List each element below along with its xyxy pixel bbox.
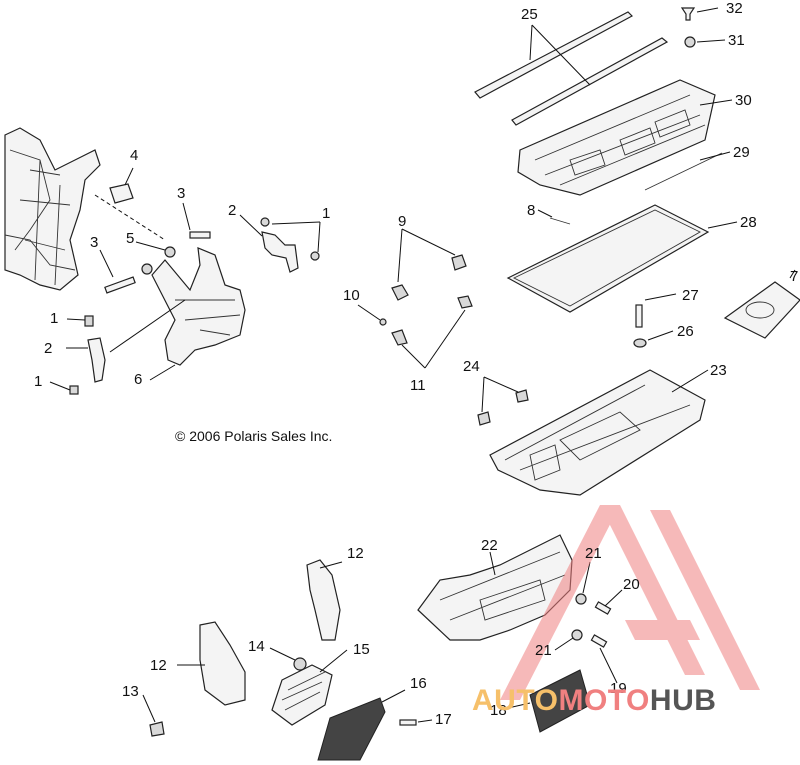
- callout-28: 28: [740, 214, 757, 231]
- vent-15: [271, 649, 348, 726]
- callout-12a: 12: [347, 545, 364, 562]
- watermark-hub: HUB: [649, 684, 717, 717]
- callout-1a: 1: [322, 205, 330, 222]
- bracket-2: [66, 337, 106, 383]
- callout-16: 16: [410, 675, 427, 692]
- guard-12: [306, 559, 343, 641]
- mesh-16: [317, 689, 406, 761]
- callout-21b: 21: [535, 642, 552, 659]
- screw-32: [680, 7, 719, 21]
- callout-29: 29: [733, 144, 750, 161]
- clip-13: [142, 694, 165, 737]
- callout-4: 4: [130, 147, 138, 164]
- callout-7: 7: [790, 268, 798, 285]
- callout-9: 9: [398, 213, 406, 230]
- callout-14: 14: [248, 638, 265, 655]
- clip-9: [391, 228, 467, 301]
- callout-23: 23: [710, 362, 727, 379]
- callout-15: 15: [353, 641, 370, 658]
- nut-14: [269, 647, 307, 671]
- callout-12b: 12: [150, 657, 167, 674]
- bolt-27: [635, 293, 677, 328]
- callout-11: 11: [410, 377, 426, 394]
- callout-19: 19: [610, 680, 627, 697]
- callout-22: 22: [481, 537, 498, 554]
- callout-27: 27: [682, 287, 699, 304]
- callout-3a: 3: [177, 185, 185, 202]
- callout-24: 24: [463, 358, 480, 375]
- callout-8: 8: [527, 202, 535, 219]
- fastener-1b: [49, 381, 79, 395]
- tray-30: [517, 79, 733, 196]
- nut-21: [554, 561, 591, 651]
- watermark-logo: [500, 505, 760, 700]
- callout-13: 13: [122, 683, 139, 700]
- watermark-moto: MOTO: [558, 684, 650, 717]
- callout-1c: 1: [34, 373, 42, 390]
- bumper-6: [109, 247, 246, 381]
- callout-labels: 25 32 31 30 29 4 3 2 1 8 9 28 3 5 7 10 2…: [34, 0, 798, 728]
- bolt-19: [599, 647, 618, 684]
- callout-5: 5: [126, 230, 134, 247]
- callout-2a: 2: [228, 202, 236, 219]
- strip-25: [474, 11, 669, 126]
- clip-11: [391, 295, 473, 369]
- bracket-2b: [239, 214, 321, 273]
- callout-3b: 3: [90, 234, 98, 251]
- clip-10: [357, 304, 387, 326]
- tray-23: [489, 369, 709, 496]
- nut-5: [135, 241, 176, 275]
- callout-30: 30: [735, 92, 752, 109]
- frame-part: [4, 127, 101, 291]
- screw-17: [399, 719, 433, 726]
- callout-1b: 1: [50, 310, 58, 327]
- callout-6: 6: [134, 371, 142, 388]
- fastener-1: [66, 315, 94, 327]
- pin-8: [537, 209, 571, 225]
- callout-31: 31: [728, 32, 745, 49]
- watermark-text: AUTOMOTOHUB: [472, 684, 716, 718]
- callout-10: 10: [343, 287, 360, 304]
- plate-7: [723, 269, 800, 339]
- washer-26: [633, 330, 674, 348]
- callout-2b: 2: [44, 340, 52, 357]
- bumper-22: [417, 534, 573, 641]
- block-4: [94, 167, 166, 241]
- callout-21a: 21: [585, 545, 602, 562]
- callout-20: 20: [623, 576, 640, 593]
- bolt-3b: [99, 249, 136, 294]
- callout-25: 25: [521, 6, 538, 23]
- callout-17: 17: [435, 711, 452, 728]
- seal-28: [506, 204, 738, 313]
- clip-24: [477, 376, 529, 426]
- nut-31: [684, 36, 726, 48]
- copyright-text: © 2006 Polaris Sales Inc.: [175, 428, 333, 444]
- callout-32: 32: [726, 0, 743, 17]
- rod-29: [644, 151, 731, 191]
- callout-26: 26: [677, 323, 694, 340]
- bolt-3: [182, 202, 211, 239]
- callout-18: 18: [490, 702, 507, 719]
- plate-18: [507, 669, 591, 733]
- bolt-20: [590, 589, 623, 648]
- guard-12b: [177, 621, 246, 706]
- watermark-auto: AUTO: [472, 684, 559, 717]
